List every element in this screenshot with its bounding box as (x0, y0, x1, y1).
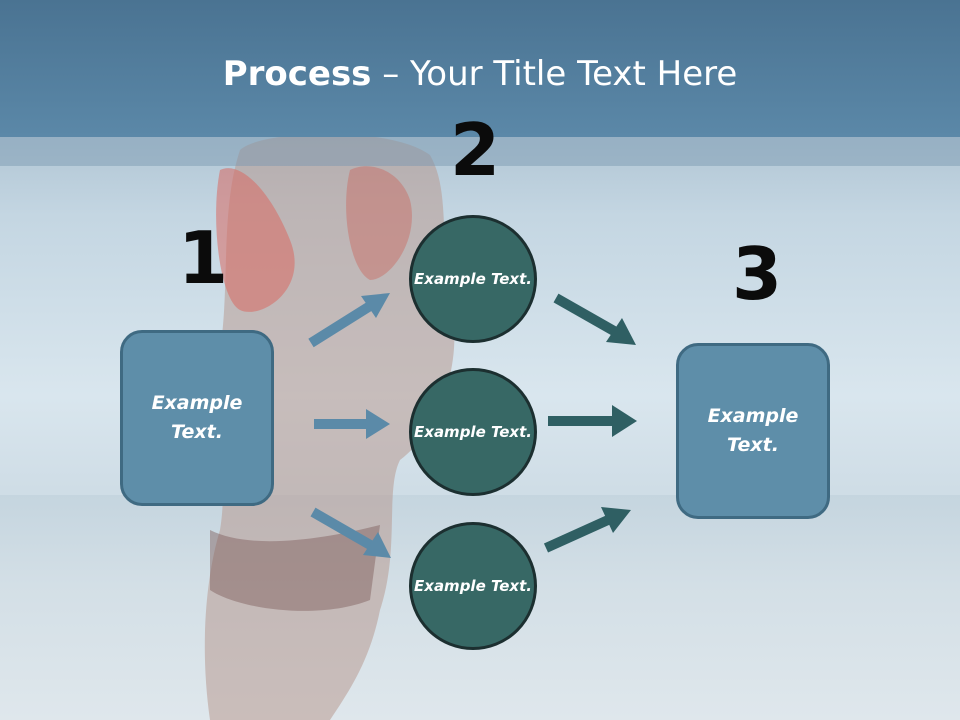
right-process-box: Example Text. (676, 343, 830, 519)
title-bold: Process (222, 54, 372, 94)
step-number-2: 2 (450, 108, 501, 192)
step-number-1: 1 (178, 216, 229, 300)
step-number-3: 3 (732, 232, 783, 316)
arrow-bottom-to-right (543, 507, 631, 553)
circle-middle-text: Example Text. (414, 422, 532, 441)
arrow-left-to-bottom (310, 507, 391, 558)
title-bar (0, 0, 960, 137)
circle-top-text: Example Text. (414, 269, 532, 288)
circle-top: Example Text. (409, 215, 537, 343)
title-rest: – Your Title Text Here (371, 54, 738, 94)
right-box-text: Example Text. (707, 405, 799, 456)
circle-bottom: Example Text. (409, 522, 537, 650)
slide-title: Process – Your Title Text Here (0, 52, 960, 96)
arrow-middle-to-right (548, 405, 637, 437)
title-band (0, 137, 960, 166)
left-box-text: Example Text. (151, 392, 243, 443)
arrow-left-to-middle (314, 409, 390, 439)
arrow-top-to-right (553, 293, 636, 345)
left-process-box: Example Text. (120, 330, 274, 506)
circle-bottom-text: Example Text. (414, 576, 532, 595)
arrow-left-to-top (308, 293, 390, 348)
circle-middle: Example Text. (409, 368, 537, 496)
